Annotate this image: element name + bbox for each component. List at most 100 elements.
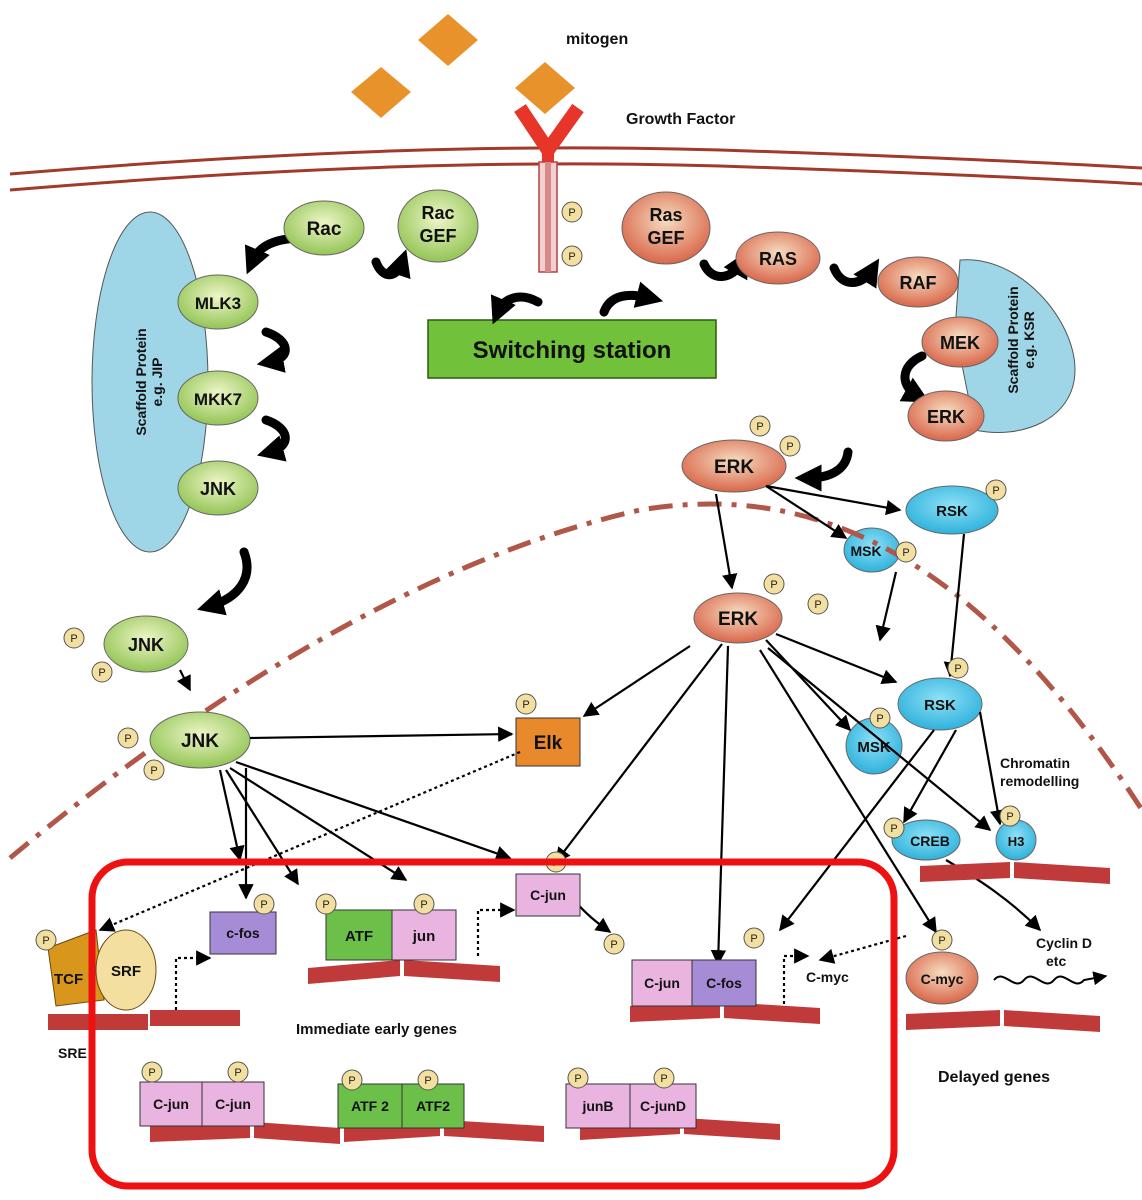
svg-text:P: P xyxy=(568,251,575,263)
mkk7-node xyxy=(177,370,259,426)
ras-node xyxy=(735,231,821,285)
svg-text:P: P xyxy=(124,733,131,745)
h3-label: H3 xyxy=(1008,834,1025,849)
phospho-group: P xyxy=(603,933,625,955)
switching-station-label: Switching station xyxy=(473,337,672,364)
scaffold-right-label: Scaffold Protein e.g. KSR xyxy=(1005,286,1037,393)
dna-strand xyxy=(444,1120,544,1142)
phospho-group: P xyxy=(117,727,139,749)
phospho-group: P xyxy=(807,593,829,615)
nuclear-membrane xyxy=(8,501,1142,860)
erk-nuclear-node xyxy=(693,592,783,644)
atf-box xyxy=(325,909,393,961)
ras-gef-node xyxy=(621,191,711,265)
mitogen-diamond xyxy=(515,62,575,114)
c-jun-right-label: C-jun xyxy=(644,975,680,991)
svg-text:P: P xyxy=(610,939,617,951)
scaffold-right-line2: e.g. KSR xyxy=(1021,311,1037,369)
dna-strands xyxy=(48,862,1110,1144)
svg-text:P: P xyxy=(574,1073,581,1085)
jnk-nuclear-label: JNK xyxy=(181,731,219,752)
raf-label: RAF xyxy=(900,273,937,293)
cyclin-line2: etc xyxy=(1046,953,1066,969)
dna-strand xyxy=(1014,862,1110,884)
phospho-group: P xyxy=(561,201,583,223)
c-jun-mid-label: C-jun xyxy=(530,887,566,903)
dna-strand xyxy=(150,1122,250,1142)
phospho-group: P xyxy=(749,415,771,437)
jun-label: jun xyxy=(412,928,436,945)
phospho-group: P xyxy=(999,805,1021,827)
cyclin-line1: Cyclin D xyxy=(1036,935,1092,951)
raf-node xyxy=(877,256,959,308)
dna-strand xyxy=(150,1010,240,1026)
jnk-phospho-node xyxy=(103,615,189,673)
svg-text:P: P xyxy=(42,935,49,947)
jun-box xyxy=(391,909,457,961)
sre-label: SRE xyxy=(58,1045,87,1061)
c-fos-box xyxy=(209,911,277,955)
svg-text:P: P xyxy=(814,599,821,611)
immediate-early-genes-highlight xyxy=(88,858,898,1190)
cell-membrane xyxy=(9,146,1142,192)
srf-label: SRF xyxy=(111,963,141,980)
curved-arrows xyxy=(197,233,930,616)
svg-text:P: P xyxy=(348,1075,355,1087)
phospho-group: P xyxy=(743,927,765,949)
signal-arrows xyxy=(176,484,1042,966)
svg-text:P: P xyxy=(522,699,529,711)
phospho-group: P xyxy=(515,693,537,715)
c-jun-mid-box xyxy=(515,873,581,917)
ras-gef-line2: GEF xyxy=(647,228,684,248)
c-jund-label: C-junD xyxy=(640,1098,686,1114)
jnk-scaffold-node xyxy=(177,460,259,516)
phospho-group: P xyxy=(63,627,85,649)
c-jun-dimer-left-box xyxy=(139,1081,203,1127)
phospho-group: P xyxy=(91,661,113,683)
mitogen-diamond xyxy=(351,67,411,118)
scaffold-protein-ksr xyxy=(954,259,1076,433)
svg-text:P: P xyxy=(148,1067,155,1079)
mitogen-label: mitogen xyxy=(566,31,628,48)
phospho-group: P xyxy=(341,1069,363,1091)
phospho-group: P xyxy=(413,893,435,915)
creb-label: CREB xyxy=(910,833,950,849)
dna-strand xyxy=(684,1118,780,1140)
svg-text:P: P xyxy=(260,899,267,911)
immediate-early-genes-label: Immediate early genes xyxy=(296,1021,457,1038)
phospho-group: P xyxy=(653,1067,675,1089)
phospho-group: P xyxy=(869,707,891,729)
phospho-group: P xyxy=(947,657,969,679)
dotted-arrows xyxy=(98,750,907,1010)
dna-strand xyxy=(724,1002,820,1024)
elk-box xyxy=(515,717,581,767)
svg-text:P: P xyxy=(756,421,763,433)
mitogen-diamond xyxy=(418,14,478,66)
mlk3-node xyxy=(177,274,259,330)
c-myc-protein-node xyxy=(905,951,979,1005)
phospho-group: P xyxy=(895,541,917,563)
dna-strand xyxy=(308,960,400,984)
svg-text:P: P xyxy=(890,823,897,835)
rac-label: Rac xyxy=(307,219,342,240)
rsk-nuclear-node xyxy=(897,677,983,731)
ras-gef-line1: Ras xyxy=(649,205,682,225)
dna-strand xyxy=(630,1002,720,1022)
dna-strand xyxy=(404,960,500,982)
rsk-nuclear-label: RSK xyxy=(924,697,956,714)
rsk-cytoplasm-label: RSK xyxy=(936,503,968,520)
atf2-left-box xyxy=(337,1083,403,1129)
svg-text:P: P xyxy=(98,667,105,679)
erk-cytoplasm-node xyxy=(681,439,787,493)
c-jun-dimer-right-label: C-jun xyxy=(215,1096,251,1112)
rac-gef-line2: GEF xyxy=(419,226,456,246)
svg-text:P: P xyxy=(786,441,793,453)
svg-text:P: P xyxy=(420,899,427,911)
svg-text:P: P xyxy=(770,579,777,591)
phospho-group: P xyxy=(931,929,953,951)
c-myc-protein-label: C-myc xyxy=(921,971,964,987)
phospho-group: P xyxy=(141,1061,163,1083)
msk-cytoplasm-label: MSK xyxy=(850,543,881,559)
svg-text:P: P xyxy=(660,1073,667,1085)
